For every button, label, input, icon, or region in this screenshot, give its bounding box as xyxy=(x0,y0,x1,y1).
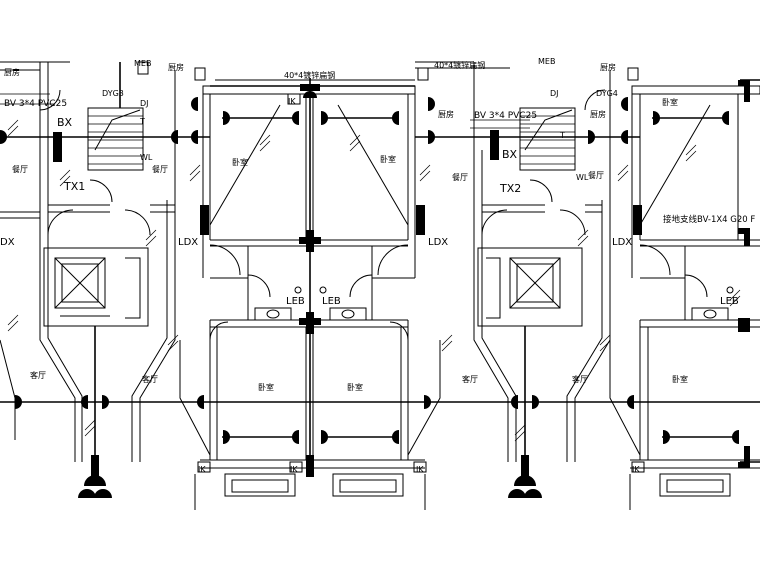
dining-label-4: 餐厅 xyxy=(588,171,604,180)
bv-mid-label: BV 3*4 PVC25 xyxy=(474,111,537,121)
dining-label-3: 餐厅 xyxy=(452,173,468,182)
bx-label-2: BX xyxy=(502,148,518,161)
t-label-2: T xyxy=(559,131,565,140)
kitchen-label-5: 厨房 xyxy=(590,109,606,119)
kitchen-label-1: 厨房 xyxy=(4,67,20,77)
ground-terminals xyxy=(0,91,739,498)
living-label-4: 客厅 xyxy=(572,374,588,384)
leb-label-1: LEB xyxy=(286,296,305,307)
kitchen-label-4: 厨房 xyxy=(600,62,616,72)
grounding-conductors xyxy=(0,62,760,478)
dj-label-2: DJ xyxy=(550,89,559,98)
dj-label-1: DJ xyxy=(140,99,149,108)
bx-label-1: BX xyxy=(57,116,73,129)
bedroom-label-4: 卧室 xyxy=(347,382,363,392)
kitchen-label-2: 厨房 xyxy=(168,62,184,72)
dyg3-label: DYG3 xyxy=(102,89,124,98)
wl-label-1: WL xyxy=(140,153,153,162)
ik-label-5: IK xyxy=(288,97,296,106)
ldx-label-3: LDX xyxy=(612,237,632,248)
bedroom-label-5: 卧室 xyxy=(662,97,678,107)
living-label-1: 客厅 xyxy=(30,370,46,380)
ik-label-1: IK xyxy=(198,465,206,474)
ldx-label-2: LDX xyxy=(428,237,448,248)
bedroom-label-1: 卧室 xyxy=(232,157,248,167)
tx2-label: TX2 xyxy=(499,182,521,195)
ik-label-4: IK xyxy=(632,465,640,474)
bv-left-label: BV 3*4 PVC25 xyxy=(4,99,67,109)
walls xyxy=(0,61,760,510)
kitchen-label-3: 厨房 xyxy=(438,109,454,119)
meb-label-2: MEB xyxy=(538,57,555,66)
meb-label-1: MEB xyxy=(134,59,151,68)
living-label-3: 客厅 xyxy=(462,374,478,384)
tick-marks xyxy=(7,119,741,442)
ground-note-label: 接地支线BV-1X4 G20 F xyxy=(663,214,755,225)
cable-top-label: 40*4镀锌扁钢 xyxy=(284,70,335,80)
cable-top-label-2: 40*4镀锌扁钢 xyxy=(434,60,485,70)
dx-label: DX xyxy=(0,237,15,248)
leb-label-3: LEB xyxy=(720,296,739,307)
leb-label-2: LEB xyxy=(322,296,341,307)
tx1-label: TX1 xyxy=(63,180,85,193)
ik-label-3: IK xyxy=(416,465,424,474)
dining-label-1: 餐厅 xyxy=(12,165,28,174)
door-swings xyxy=(39,89,708,341)
dining-label-2: 餐厅 xyxy=(152,165,168,174)
fixtures xyxy=(137,61,734,473)
dyg4-label: DYG4 xyxy=(596,89,618,98)
bedroom-label-2: 卧室 xyxy=(380,154,396,164)
wl-label-2: WL xyxy=(576,173,589,182)
ik-label-2: IK xyxy=(290,465,298,474)
ldx-label-1: LDX xyxy=(178,237,198,248)
bedroom-label-6: 卧室 xyxy=(672,374,688,384)
bus-bars xyxy=(53,80,750,477)
stairs xyxy=(87,107,576,171)
text-labels: 厨房 厨房 厨房 厨房 厨房 餐厅 餐厅 餐厅 餐厅 卧室 卧室 卧室 卧室 卧… xyxy=(0,57,755,474)
living-label-2: 客厅 xyxy=(142,374,158,384)
bedroom-label-3: 卧室 xyxy=(258,382,274,392)
t-label-1: T xyxy=(139,117,145,126)
